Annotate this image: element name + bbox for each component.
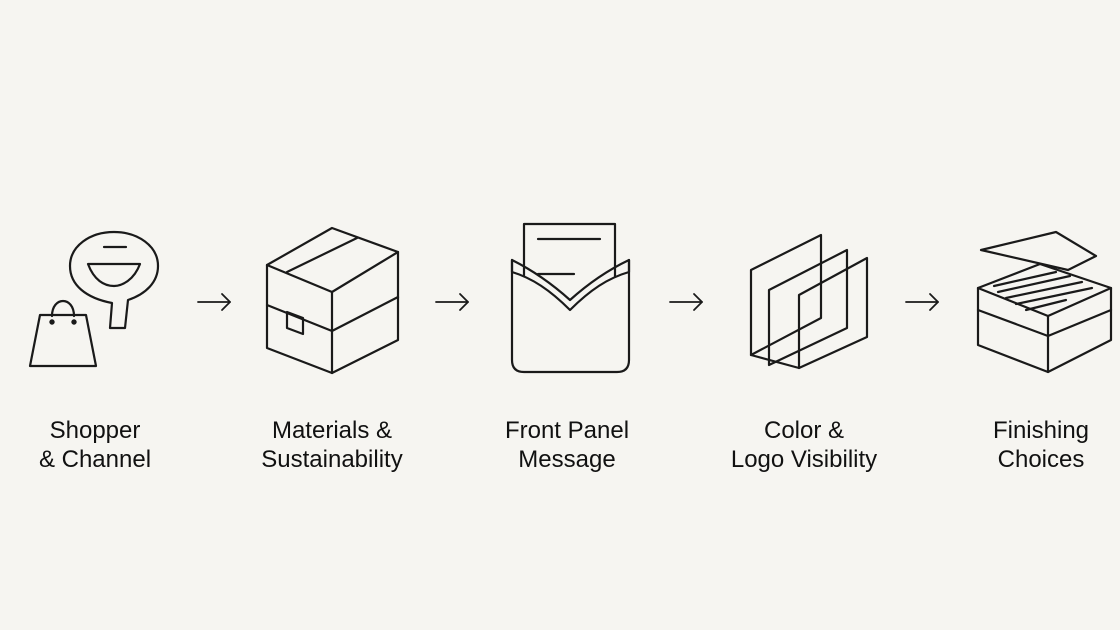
step-finishing-choices: Finishing Choices (946, 210, 1120, 474)
step-color-logo-visibility: Color & Logo Visibility (709, 210, 899, 474)
arrow-right-icon (903, 290, 943, 314)
arrow-right-icon (667, 290, 707, 314)
step-label: Finishing Choices (992, 417, 1090, 473)
arrow-right-icon (433, 290, 473, 314)
step-label: Color & Logo Visibility (730, 417, 878, 473)
envelope-document-icon (472, 210, 662, 380)
arrow-right-icon (195, 290, 235, 314)
step-label: Materials & Sustainability (261, 417, 403, 473)
step-materials-sustainability: Materials & Sustainability (237, 210, 427, 474)
step-label: Shopper & Channel (38, 417, 152, 473)
cardboard-box-icon (237, 210, 427, 380)
folding-panels-icon (709, 210, 899, 380)
step-label: Front Panel Message (504, 417, 630, 473)
step-shopper-channel: Shopper & Channel (0, 210, 190, 474)
shopping-bag-speech-bubble-icon (0, 210, 190, 380)
step-front-panel-message: Front Panel Message (472, 210, 662, 474)
finished-box-icon (946, 210, 1120, 380)
